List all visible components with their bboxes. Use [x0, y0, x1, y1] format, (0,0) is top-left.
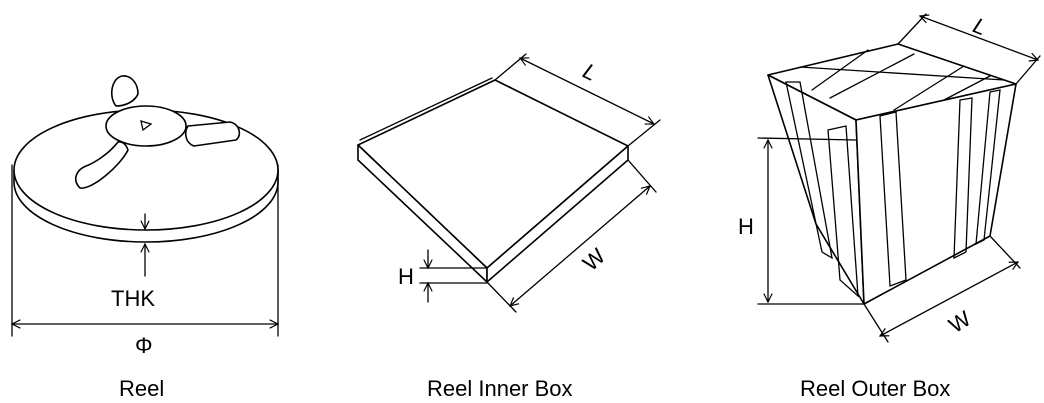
outer-box-l-ext-1 — [897, 13, 927, 45]
outer-box-strap-b — [827, 125, 859, 298]
outer-box-w-arrow — [880, 261, 1018, 337]
outer-box-top-strap-5 — [943, 75, 991, 101]
inner-box-w-label: W — [578, 243, 610, 276]
outer-box-l-ext-2 — [1015, 55, 1041, 85]
reel-window-top — [110, 75, 139, 107]
outer-box-w-label: W — [944, 306, 975, 338]
reel-window-right — [184, 121, 241, 147]
outer-box-top-strap-3 — [829, 53, 915, 99]
outer-box-drawing — [757, 13, 1041, 343]
outer-box-caption: Reel Outer Box — [800, 376, 950, 401]
reel-diameter-label: Φ — [135, 333, 153, 358]
inner-box-l-ext-1 — [494, 53, 527, 81]
outer-box-strap-e — [975, 89, 1001, 246]
inner-box-w-ext-2 — [486, 281, 517, 313]
inner-box-w-arrow — [510, 186, 650, 306]
inner-box-h-label: H — [398, 264, 414, 289]
reel-hub-hole-icon — [140, 120, 153, 132]
outer-box-h-ext-1 — [757, 137, 857, 141]
outer-box-strap-a — [785, 81, 833, 260]
reel-drawing — [12, 75, 278, 337]
inner-box-drawing — [357, 53, 661, 313]
inner-box-l-ext-2 — [627, 119, 661, 147]
outer-box-l-arrow — [920, 16, 1038, 60]
outer-box-strap-d — [953, 97, 973, 260]
outer-box-top-strap-4 — [893, 65, 965, 111]
outer-box-h-label: H — [738, 214, 754, 239]
inner-box-l-arrow — [520, 57, 654, 125]
inner-box-top-edge-inner — [359, 77, 493, 141]
outer-box-top-strap-1 — [799, 66, 1005, 81]
reel-window-left — [74, 141, 129, 189]
inner-box-w-ext-1 — [627, 159, 657, 193]
outer-box-w-ext-1 — [863, 303, 889, 343]
reel-thk-label: THK — [111, 286, 155, 311]
outer-box-l-label: L — [970, 13, 991, 41]
reel-caption: Reel — [119, 376, 164, 401]
reel-hub — [105, 105, 187, 147]
outer-box-top-strap-2 — [811, 49, 869, 91]
inner-box-l-label: L — [579, 58, 601, 86]
inner-box-caption: Reel Inner Box — [427, 376, 573, 401]
